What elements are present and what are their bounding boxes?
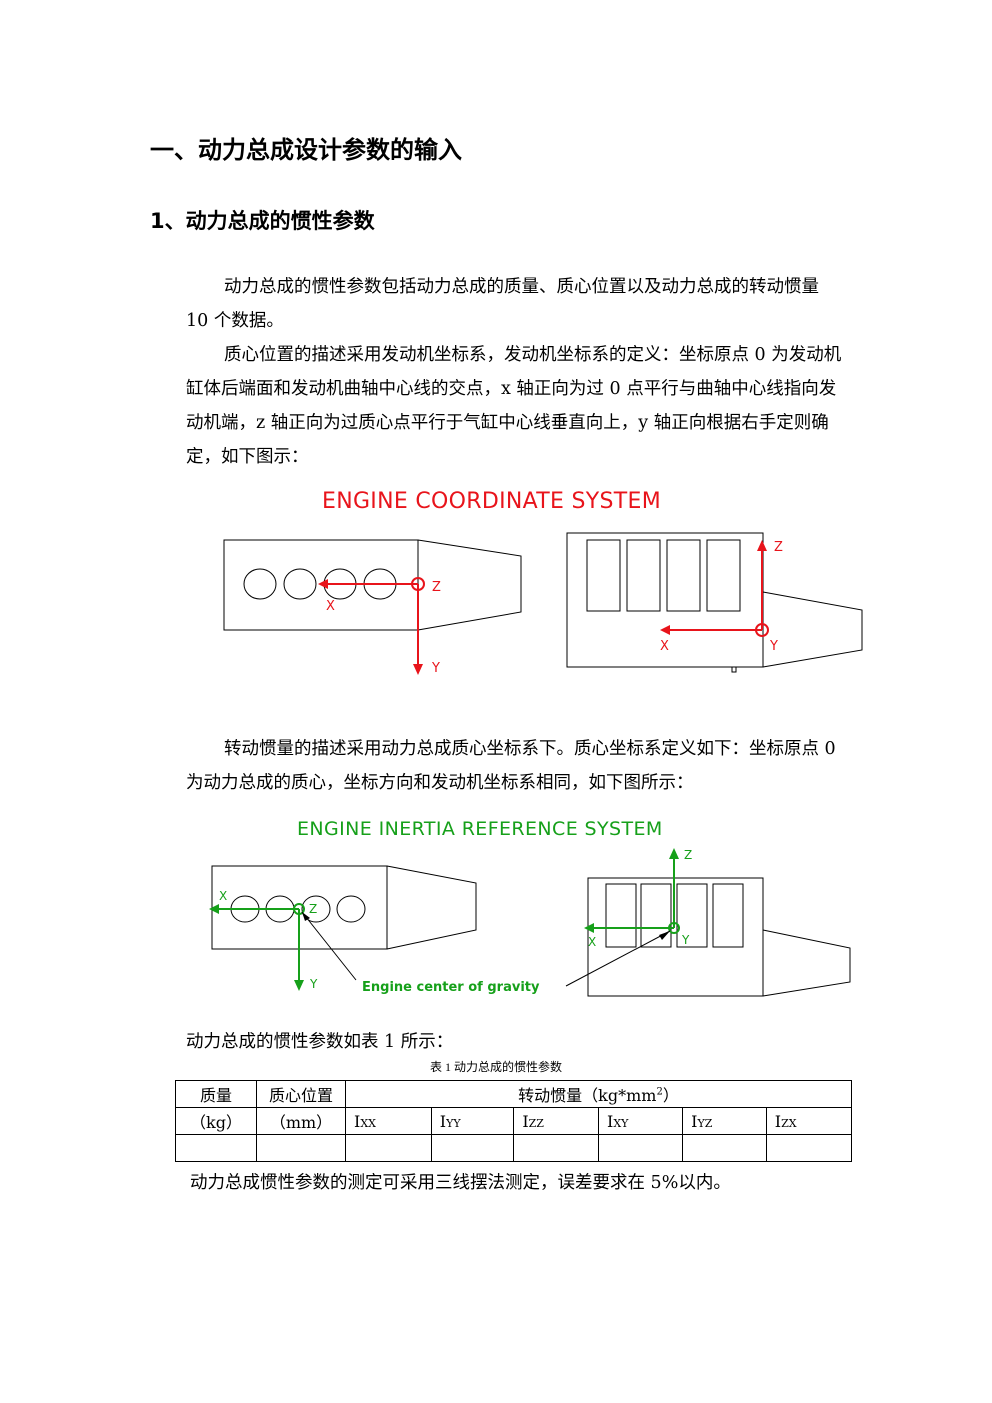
col-iyz: IYZ xyxy=(682,1107,767,1135)
col-ixy: IXY xyxy=(597,1107,684,1135)
fig1-right-y-label: Y xyxy=(769,639,778,654)
cg-leader-right xyxy=(565,930,671,987)
fig1-left-y-label: Y xyxy=(431,661,440,676)
fig1-left-z-label: Z xyxy=(432,580,441,595)
figure1-left-axes xyxy=(318,577,425,675)
paragraph-measurement: 动力总成惯性参数的测定可采用三线摆法测定，误差要求在 5%以内。 xyxy=(190,1173,731,1193)
col-izz: IZZ xyxy=(513,1107,599,1135)
fig1-left-x-label: X xyxy=(326,599,335,614)
figure2-left-axes xyxy=(209,903,305,991)
cylinder-rect-3 xyxy=(666,539,701,612)
col-iyy: IYY xyxy=(430,1107,515,1135)
cg-label: Engine center of gravity xyxy=(362,980,540,995)
fig2-right-x-label: X xyxy=(588,935,596,949)
fig2-left-x-label: X xyxy=(219,889,227,903)
col-ixx: IXX xyxy=(345,1107,432,1135)
cylinder-1 xyxy=(243,568,277,600)
table-row xyxy=(175,1134,853,1162)
position-unit: （mm） xyxy=(256,1107,346,1135)
figure2-right-engine xyxy=(587,877,851,997)
fig2-right-z-label: Z xyxy=(684,848,692,862)
paragraph-inertia-intro: 动力总成的惯性参数包括动力总成的质量、质心位置以及动力总成的转动惯量 10 个数… xyxy=(186,277,819,331)
figure2-left-engine xyxy=(211,865,477,950)
figure2-title: ENGINE INERTIA REFERENCE SYSTEM xyxy=(297,818,663,840)
cylinder-rect-2 xyxy=(626,539,661,612)
mass-header: 质量 xyxy=(175,1080,257,1108)
inertia-header: 转动惯量（kg*mm2） xyxy=(345,1080,852,1108)
cg-leader-left xyxy=(301,911,357,981)
fig2-left-y-label: Y xyxy=(309,977,318,991)
table-caption: 表 1 动力总成的惯性参数 xyxy=(429,1060,562,1074)
transmission-side xyxy=(762,591,863,668)
inertia-table: 质量 质心位置 转动惯量（kg*mm2） （kg） （mm） IXX IYY I… xyxy=(175,1080,853,1162)
figure1-right-axes xyxy=(660,540,769,637)
position-header: 质心位置 xyxy=(256,1080,346,1108)
col-izx: IZX xyxy=(765,1107,853,1135)
fig2-right-y-label: Y xyxy=(681,933,690,947)
figure1-right-engine xyxy=(566,532,863,673)
paragraph-inertia-reference: 转动惯量的描述采用动力总成质心坐标系下。质心坐标系定义如下：坐标原点 0 为动力… xyxy=(186,739,836,793)
subsection-heading: 1、动力总成的惯性参数 xyxy=(150,209,375,233)
cylinder-2 xyxy=(283,568,317,600)
transmission-outline-2 xyxy=(386,865,477,950)
paragraph-coordinate-definition: 质心位置的描述采用发动机坐标系，发动机坐标系的定义：坐标原点 0 为发动机缸体后… xyxy=(186,345,842,467)
transmission-side-2 xyxy=(762,929,851,997)
paragraph-table-intro: 动力总成的惯性参数如表 1 所示： xyxy=(186,1032,454,1052)
cylinder-rect-4 xyxy=(706,539,741,612)
section-heading: 一、动力总成设计参数的输入 xyxy=(150,136,462,164)
fig2-left-z-label: Z xyxy=(309,902,317,916)
mount-tab xyxy=(731,666,737,673)
figure1-title: ENGINE COORDINATE SYSTEM xyxy=(322,489,661,514)
mass-unit: （kg） xyxy=(175,1107,257,1135)
cylinder-rect-1 xyxy=(586,539,621,612)
fig1-right-z-label: Z xyxy=(774,540,783,555)
fig1-right-x-label: X xyxy=(660,639,669,654)
figure2-right-axes xyxy=(584,848,680,934)
engine-block-side-2 xyxy=(587,877,764,997)
transmission-outline xyxy=(417,539,522,631)
